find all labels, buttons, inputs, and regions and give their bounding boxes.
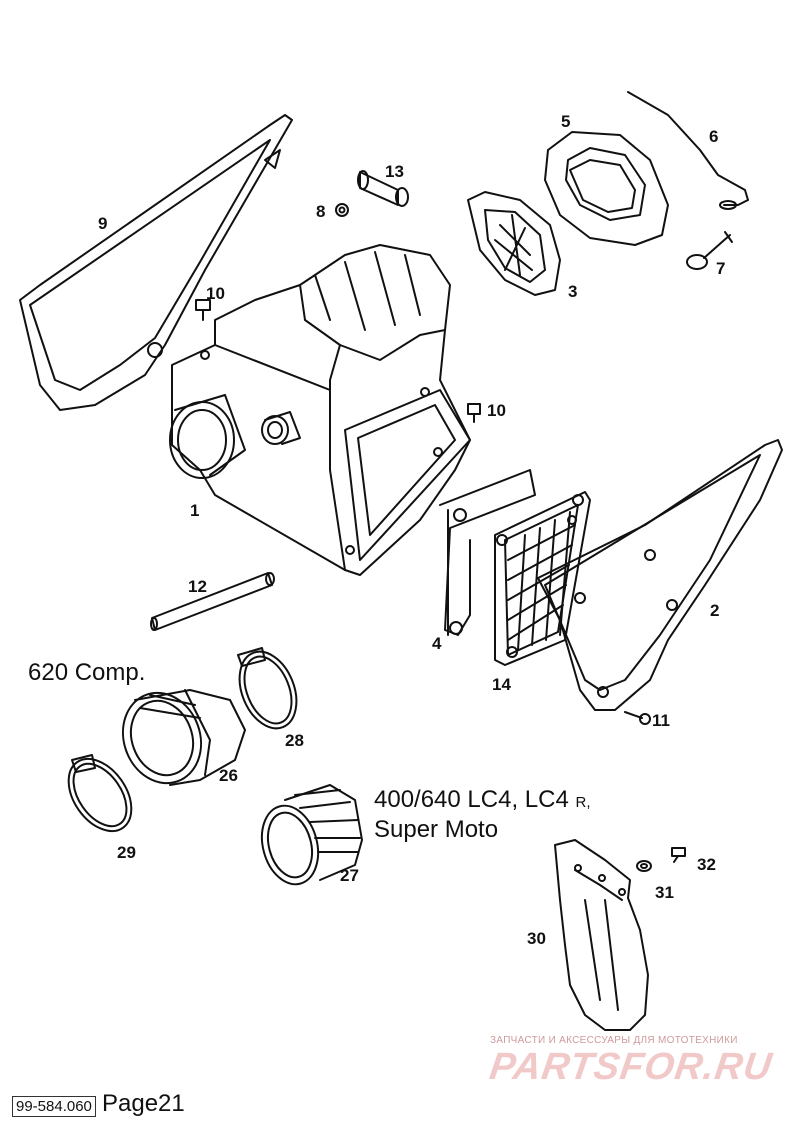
hose-clamp-part-lower bbox=[67, 754, 133, 833]
model-note-lc4-line1: 400/640 LC4, LC4 bbox=[374, 786, 569, 813]
document-number: 99-584.060 bbox=[12, 1096, 96, 1117]
washer-part bbox=[636, 860, 652, 872]
screw-part-lower bbox=[624, 711, 651, 725]
part-number-2: 2 bbox=[710, 601, 720, 620]
part-number-6: 6 bbox=[709, 127, 719, 146]
part-number-30: 30 bbox=[527, 929, 546, 948]
filter-cage-part bbox=[467, 191, 561, 296]
air-filter-box-part bbox=[169, 244, 471, 576]
screw-part-upper bbox=[195, 299, 211, 321]
hose-clamp-part-upper bbox=[237, 647, 298, 730]
part-number-29: 29 bbox=[117, 843, 136, 862]
part-number-12: 12 bbox=[188, 577, 207, 596]
left-side-cover-part bbox=[19, 114, 293, 411]
model-note-lc4-r: R, bbox=[575, 794, 591, 811]
page-number: Page21 bbox=[102, 1090, 185, 1117]
part-number-26: 26 bbox=[219, 766, 238, 785]
rubber-sleeve-part bbox=[260, 784, 363, 886]
part-number-7: 7 bbox=[716, 259, 726, 278]
filter-screen-part bbox=[494, 491, 591, 666]
intake-boot-part bbox=[121, 689, 246, 786]
part-number-9: 9 bbox=[98, 214, 108, 233]
model-note-620-comp: 620 Comp. bbox=[28, 659, 146, 686]
filter-element-part bbox=[544, 131, 669, 246]
screw-part-small bbox=[671, 847, 686, 863]
sleeve-part bbox=[357, 170, 409, 207]
mud-flap-part bbox=[554, 839, 649, 1031]
bolt-part bbox=[686, 231, 733, 270]
part-number-31: 31 bbox=[655, 883, 674, 902]
watermark-logo: PARTSFOR.RU bbox=[487, 1046, 775, 1088]
part-number-8: 8 bbox=[316, 202, 326, 221]
watermark-caption: ЗАПЧАСТИ И АКСЕССУАРЫ ДЛЯ МОТОТЕХНИКИ bbox=[490, 1035, 738, 1046]
part-number-11: 11 bbox=[652, 711, 670, 730]
part-number-3: 3 bbox=[568, 282, 578, 301]
part-number-13: 13 bbox=[385, 162, 404, 181]
part-number-32: 32 bbox=[697, 855, 716, 874]
part-number-27: 27 bbox=[340, 866, 359, 885]
part-number-28: 28 bbox=[285, 731, 304, 750]
model-note-lc4: 400/640 LC4, LC4 R, Super Moto bbox=[374, 785, 590, 845]
gasket-part bbox=[439, 469, 536, 636]
screw-part-right bbox=[467, 403, 481, 423]
part-number-14: 14 bbox=[492, 675, 511, 694]
part-number-1: 1 bbox=[190, 501, 200, 520]
wire-clip-part bbox=[627, 91, 749, 210]
hose-part bbox=[150, 572, 275, 631]
nut-part bbox=[335, 203, 349, 217]
part-number-4: 4 bbox=[432, 634, 442, 653]
part-number-5: 5 bbox=[561, 112, 571, 131]
part-number-10-upper: 10 bbox=[206, 284, 225, 303]
model-note-lc4-line2: Super Moto bbox=[374, 816, 499, 843]
part-number-10-right: 10 bbox=[487, 401, 506, 420]
right-side-cover-part bbox=[537, 439, 783, 711]
